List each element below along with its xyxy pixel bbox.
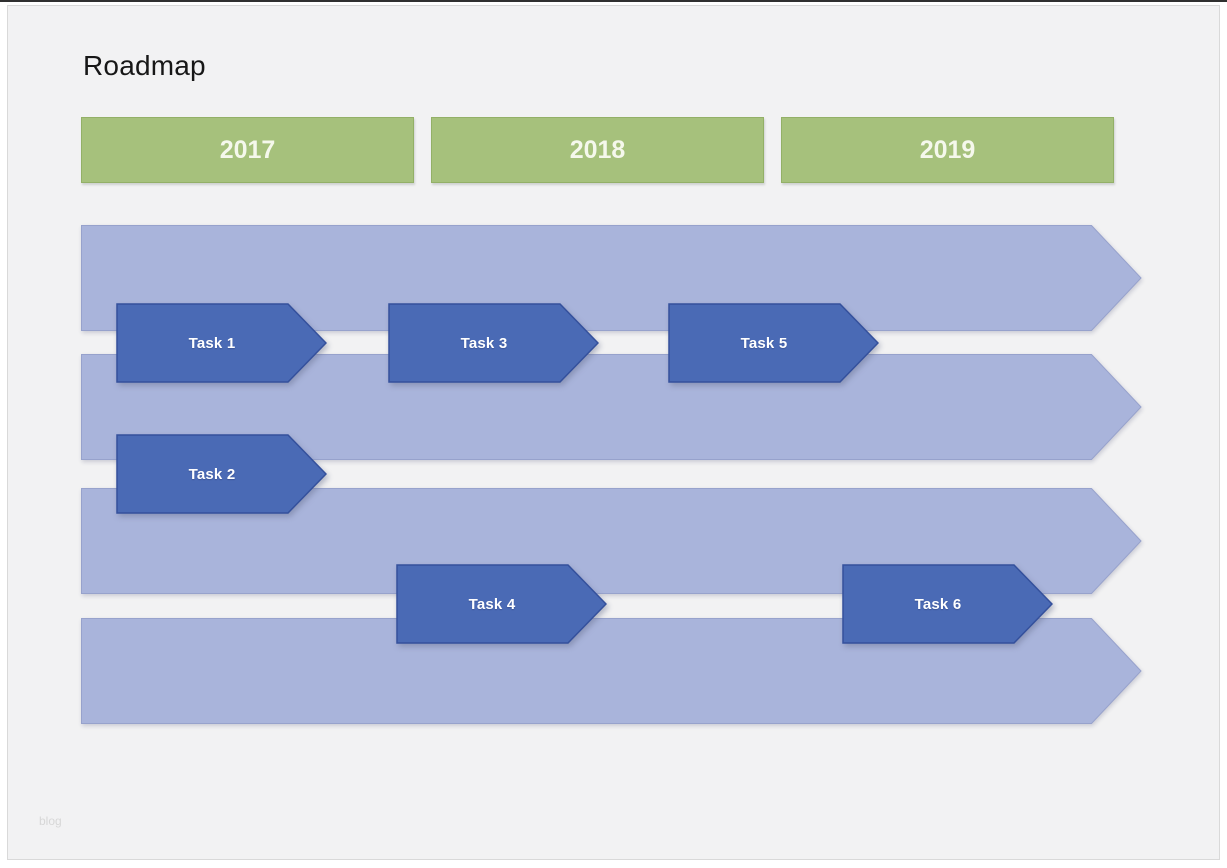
roadmap-page: Roadmap 2017 2018 2019 — [7, 5, 1220, 860]
task-arrow-shape — [388, 303, 599, 383]
timeline-lane-2 — [81, 354, 1142, 460]
timeline-lane-1 — [81, 225, 1142, 331]
page-title: Roadmap — [83, 50, 206, 81]
lane-arrow-shape — [81, 354, 1142, 460]
task-label: Task 1 — [188, 334, 236, 352]
lane-arrow-shape — [81, 225, 1142, 331]
task-arrow-shape — [396, 564, 607, 644]
task-arrow-5: Task 5 — [668, 303, 879, 383]
watermark: blog — [39, 814, 62, 828]
year-bar-2019: 2019 — [781, 117, 1114, 183]
task-label: Task 3 — [460, 334, 508, 352]
window-top-border — [0, 0, 1227, 2]
year-bar-2017: 2017 — [81, 117, 414, 183]
year-bar-2018: 2018 — [431, 117, 764, 183]
task-arrow-3: Task 3 — [388, 303, 599, 383]
task-arrow-6: Task 6 — [842, 564, 1053, 644]
task-arrow-shape — [116, 434, 327, 514]
task-label: Task 6 — [914, 595, 962, 613]
task-arrow-shape — [668, 303, 879, 383]
task-arrow-2: Task 2 — [116, 434, 327, 514]
task-arrow-shape — [842, 564, 1053, 644]
year-label: 2018 — [569, 135, 626, 164]
year-label: 2017 — [219, 135, 276, 164]
task-arrow-shape — [116, 303, 327, 383]
task-label: Task 5 — [740, 334, 788, 352]
task-label: Task 4 — [468, 595, 516, 613]
task-arrow-4: Task 4 — [396, 564, 607, 644]
year-label: 2019 — [919, 135, 976, 164]
task-arrow-1: Task 1 — [116, 303, 327, 383]
task-label: Task 2 — [188, 465, 236, 483]
